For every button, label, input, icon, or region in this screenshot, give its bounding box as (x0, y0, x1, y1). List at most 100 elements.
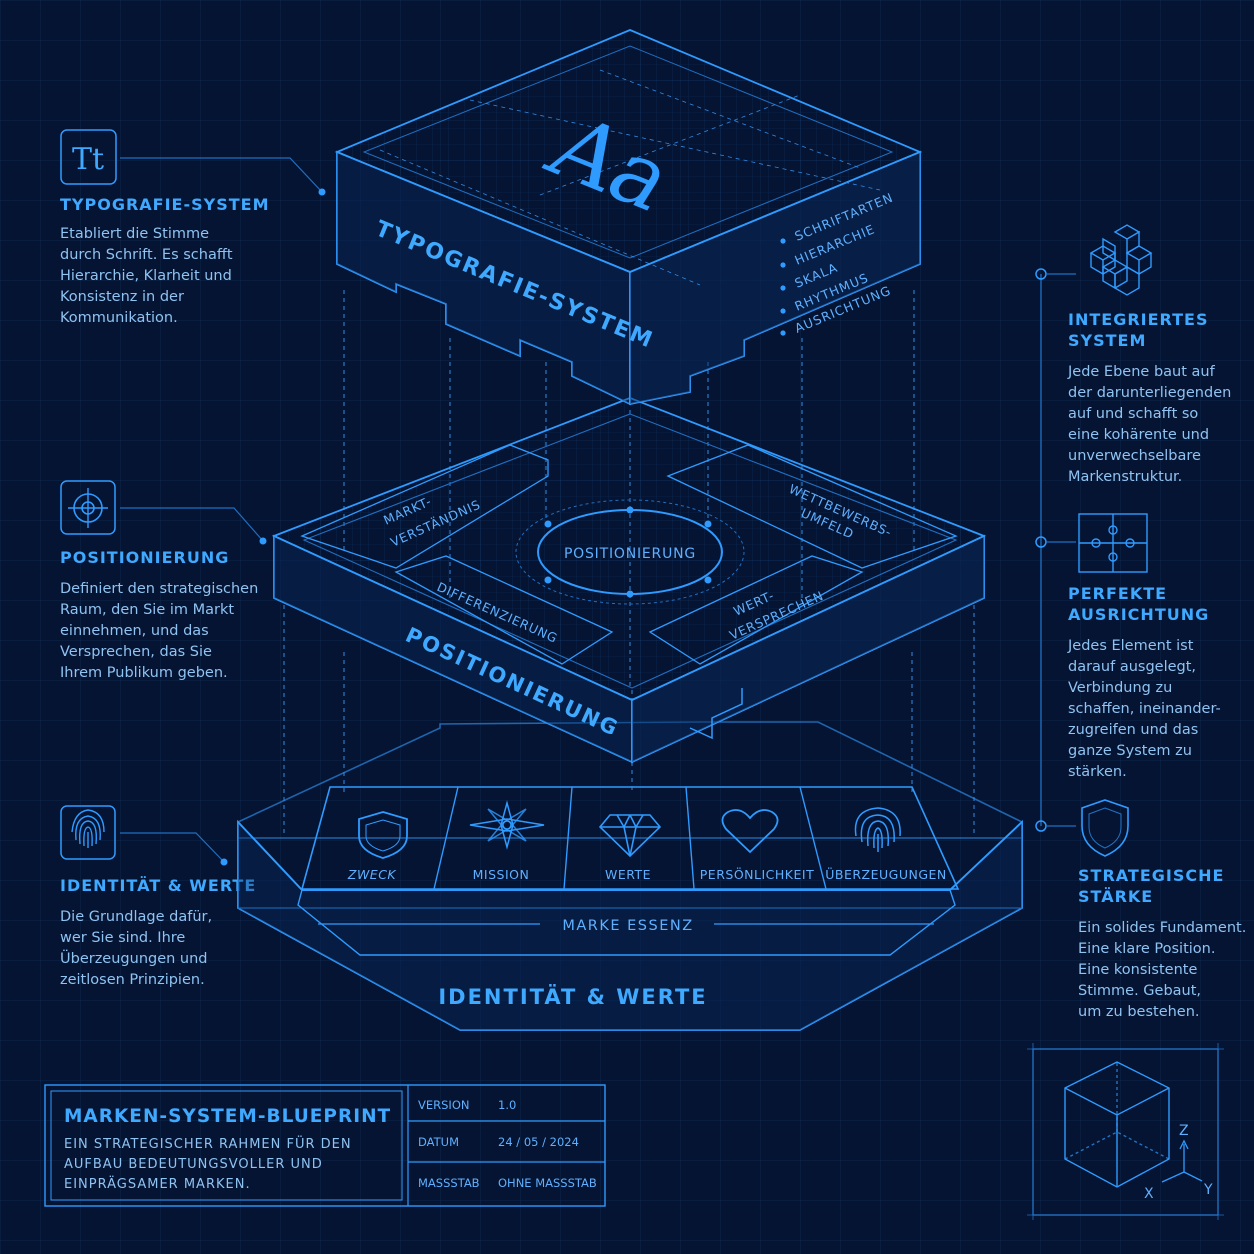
identity-title: IDENTITÄT & WERTE (60, 876, 256, 895)
quadrant-market (300, 444, 549, 569)
title-block-subtitle: EIN STRATEGISCHER RAHMEN FÜR DEN (64, 1135, 352, 1152)
shield-icon (1081, 799, 1129, 857)
typography-line: Hierarchie, Klarheit und (60, 268, 232, 284)
typography-title: TYPOGRAFIE-SYSTEM (60, 195, 270, 214)
positioning-line: Raum, den Sie im Markt (60, 602, 234, 618)
identity-line: zeitlosen Prinzipien. (60, 972, 205, 988)
integrated-title: INTEGRIERTES (1068, 310, 1209, 329)
quadrant-differentiation (394, 555, 614, 665)
heart-icon (721, 809, 779, 854)
strength-line: Stimme. Gebaut, (1078, 983, 1201, 999)
positioning-line: einnehmen, und das (60, 623, 209, 639)
integrated-line: eine kohärente und (1068, 427, 1209, 443)
leader-dot (220, 858, 228, 866)
puzzle-icon (1078, 513, 1148, 573)
fingerprint-icon-frame (60, 805, 116, 860)
title-block-title: MARKEN-SYSTEM-BLUEPRINT (64, 1106, 391, 1127)
value-card-label: WERTE (605, 867, 651, 882)
identity-layer-label: IDENTITÄT & WERTE (438, 984, 707, 1009)
leader-dot (259, 537, 267, 545)
alignment-annotation: PERFEKTE AUSRICHTUNG Jedes Element ist d… (1067, 513, 1221, 780)
alignment-line: ganze System zu (1068, 743, 1192, 759)
meta-value: OHNE MASSSTAB (498, 1176, 597, 1190)
positioning-layer: POSITIONIERUNG MARKT- VERSTÄNDNIS WETTBE… (271, 397, 987, 764)
quadrant-value (648, 555, 864, 665)
axis-arrows (1161, 1139, 1203, 1183)
cube-icon (1064, 1061, 1170, 1188)
leader-line (120, 157, 323, 193)
leader-line (120, 832, 225, 863)
fingerprint-icon (854, 807, 901, 852)
integrated-line: Markenstruktur. (1068, 469, 1182, 485)
strength-line: Ein solides Fundament. (1078, 920, 1246, 936)
typography-line: durch Schrift. Es schafft (60, 247, 233, 263)
integrated-line: unverwechselbare (1068, 448, 1201, 464)
positioning-line: Ihrem Publikum geben. (60, 665, 228, 681)
title-block-subtitle: AUFBAU BEDEUTUNGSVOLLER UND (64, 1157, 323, 1172)
identity-annotation: IDENTITÄT & WERTE Die Grundlage dafür, w… (60, 805, 256, 988)
shield-icon (358, 811, 408, 859)
positioning-annotation: POSITIONIERUNG Definiert den strategisch… (60, 480, 267, 681)
identity-line: Überzeugungen und (60, 949, 208, 967)
quadrant-competition (666, 444, 958, 569)
fingerprint-icon (71, 809, 105, 848)
meta-key: MASSSTAB (418, 1176, 480, 1190)
diamond-icon (598, 814, 662, 858)
typography-icon (60, 129, 117, 185)
target-icon-frame (60, 480, 116, 535)
strength-line: Eine konsistente (1078, 962, 1197, 978)
strength-annotation: STRATEGISCHE STÄRKE Ein solides Fundamen… (1078, 799, 1246, 1020)
compass-icon (469, 800, 545, 850)
typography-line: Kommunikation. (60, 310, 178, 326)
meta-value: 1.0 (498, 1098, 516, 1112)
typography-icon-text: Tt (72, 142, 104, 177)
typography-layer: Aa TYPOGRAFIE-SYSTEM SCHRIFTARTEN HIERAR… (334, 29, 923, 406)
typography-annotation: Tt TYPOGRAFIE-SYSTEM Etabliert die Stimm… (60, 129, 326, 326)
alignment-title: PERFEKTE (1068, 584, 1167, 603)
alignment-line: stärken. (1068, 764, 1127, 780)
alignment-line: Verbindung zu (1068, 680, 1172, 696)
axis-cube-diagram: Z X Y (1027, 1043, 1224, 1220)
title-block: MARKEN-SYSTEM-BLUEPRINT EIN STRATEGISCHE… (44, 1084, 606, 1207)
value-card-label: PERSÖNLICHKEIT (700, 866, 814, 882)
meta-value: 24 / 05 / 2024 (498, 1135, 579, 1149)
axis-y-label: Y (1203, 1182, 1213, 1198)
integrated-annotation: INTEGRIERTES SYSTEM Jede Ebene baut auf … (1067, 224, 1231, 485)
integrated-line: Jede Ebene baut auf (1067, 364, 1216, 380)
alignment-line: darauf ausgelegt, (1068, 659, 1196, 675)
axis-z-label: Z (1179, 1123, 1189, 1139)
strength-line: Eine klare Position. (1078, 941, 1215, 957)
strength-title: STRATEGISCHE (1078, 866, 1224, 885)
alignment-title: AUSRICHTUNG (1068, 605, 1209, 624)
leader-line (120, 507, 264, 542)
strength-title: STÄRKE (1078, 887, 1153, 906)
alignment-line: Jedes Element ist (1067, 638, 1194, 654)
cubes-icon (1089, 224, 1153, 296)
target-icon (68, 488, 108, 528)
positioning-title: POSITIONIERUNG (60, 548, 229, 567)
title-block-subtitle: EINPRÄGSAMER MARKEN. (64, 1176, 251, 1192)
alignment-line: schaffen, ineinander- (1068, 701, 1221, 717)
value-card-label: ZWECK (347, 867, 398, 882)
outer-ring (515, 499, 745, 605)
typography-line: Konsistenz in der (60, 289, 184, 305)
value-card-label: MISSION (473, 867, 530, 882)
typography-line: Etabliert die Stimme (60, 226, 209, 242)
meta-key: DATUM (418, 1135, 459, 1149)
positioning-line: Versprechen, das Sie (60, 644, 212, 660)
positioning-line: Definiert den strategischen (60, 581, 258, 597)
integrated-line: der darunterliegenden (1068, 385, 1231, 401)
positioning-center-label: POSITIONIERUNG (564, 546, 696, 562)
identity-line: wer Sie sind. Ihre (60, 930, 185, 946)
identity-line: Die Grundlage dafür, (60, 909, 212, 925)
integrated-line: auf und schafft so (1068, 406, 1198, 422)
leader-dot (318, 188, 326, 196)
meta-key: VERSION (418, 1098, 469, 1112)
essence-label: MARKE ESSENZ (562, 918, 693, 934)
value-card-label: ÜBERZEUGUNGEN (825, 866, 947, 882)
integrated-title: SYSTEM (1068, 331, 1146, 350)
alignment-line: zugreifen und das (1068, 722, 1198, 738)
strength-line: um zu bestehen. (1078, 1004, 1200, 1020)
